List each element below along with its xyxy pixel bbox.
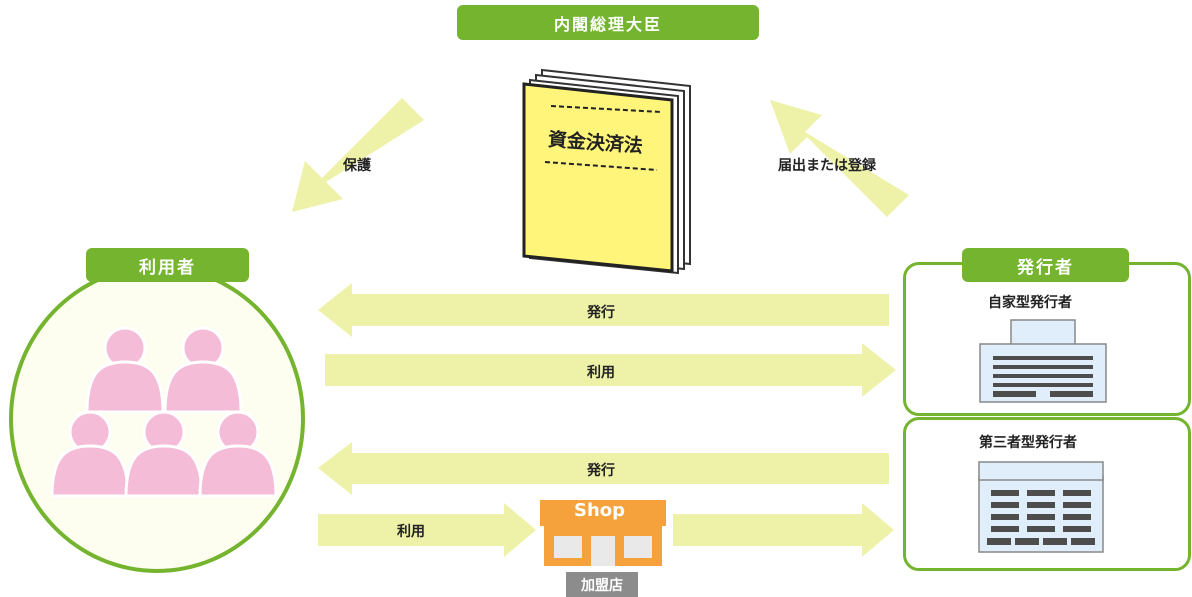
- shop-sign: Shop: [574, 500, 626, 521]
- protection-label: 保護: [343, 158, 371, 174]
- users-label-text: 利用者: [139, 257, 196, 278]
- users-label: 利用者: [86, 248, 249, 282]
- notification-label: 届出または登録: [778, 158, 876, 174]
- self-issuer-title: 自家型発行者: [988, 295, 1072, 311]
- use-label-2: 利用: [397, 524, 425, 540]
- shop-label-text: 加盟店: [581, 577, 623, 594]
- issuers-label: 発行者: [962, 248, 1129, 282]
- issue-arrow-1: [318, 283, 889, 337]
- use-arrow-2-right: [673, 503, 894, 557]
- notification-arrow-shape: [770, 100, 909, 217]
- self-issuer-building-icon: [979, 319, 1107, 403]
- authority-label-text: 内閣総理大臣: [553, 14, 662, 34]
- issue-label-1: 発行: [587, 305, 615, 321]
- authority-label: 内閣総理大臣: [457, 5, 759, 40]
- use-arrow-2-left: [318, 503, 536, 557]
- issuers-label-text: 発行者: [1017, 257, 1074, 278]
- law-book-icon: [522, 68, 691, 274]
- use-arrow-1: [325, 343, 896, 397]
- use-label-1: 利用: [587, 365, 615, 381]
- issue-label-2: 発行: [587, 463, 615, 479]
- shop-label: 加盟店: [566, 572, 638, 597]
- third-party-building-icon: [978, 461, 1104, 553]
- shop-icon: [540, 500, 666, 566]
- issue-arrow-2: [318, 442, 889, 495]
- third-party-issuer-title: 第三者型発行者: [979, 435, 1077, 451]
- protection-arrow-shape: [292, 98, 424, 212]
